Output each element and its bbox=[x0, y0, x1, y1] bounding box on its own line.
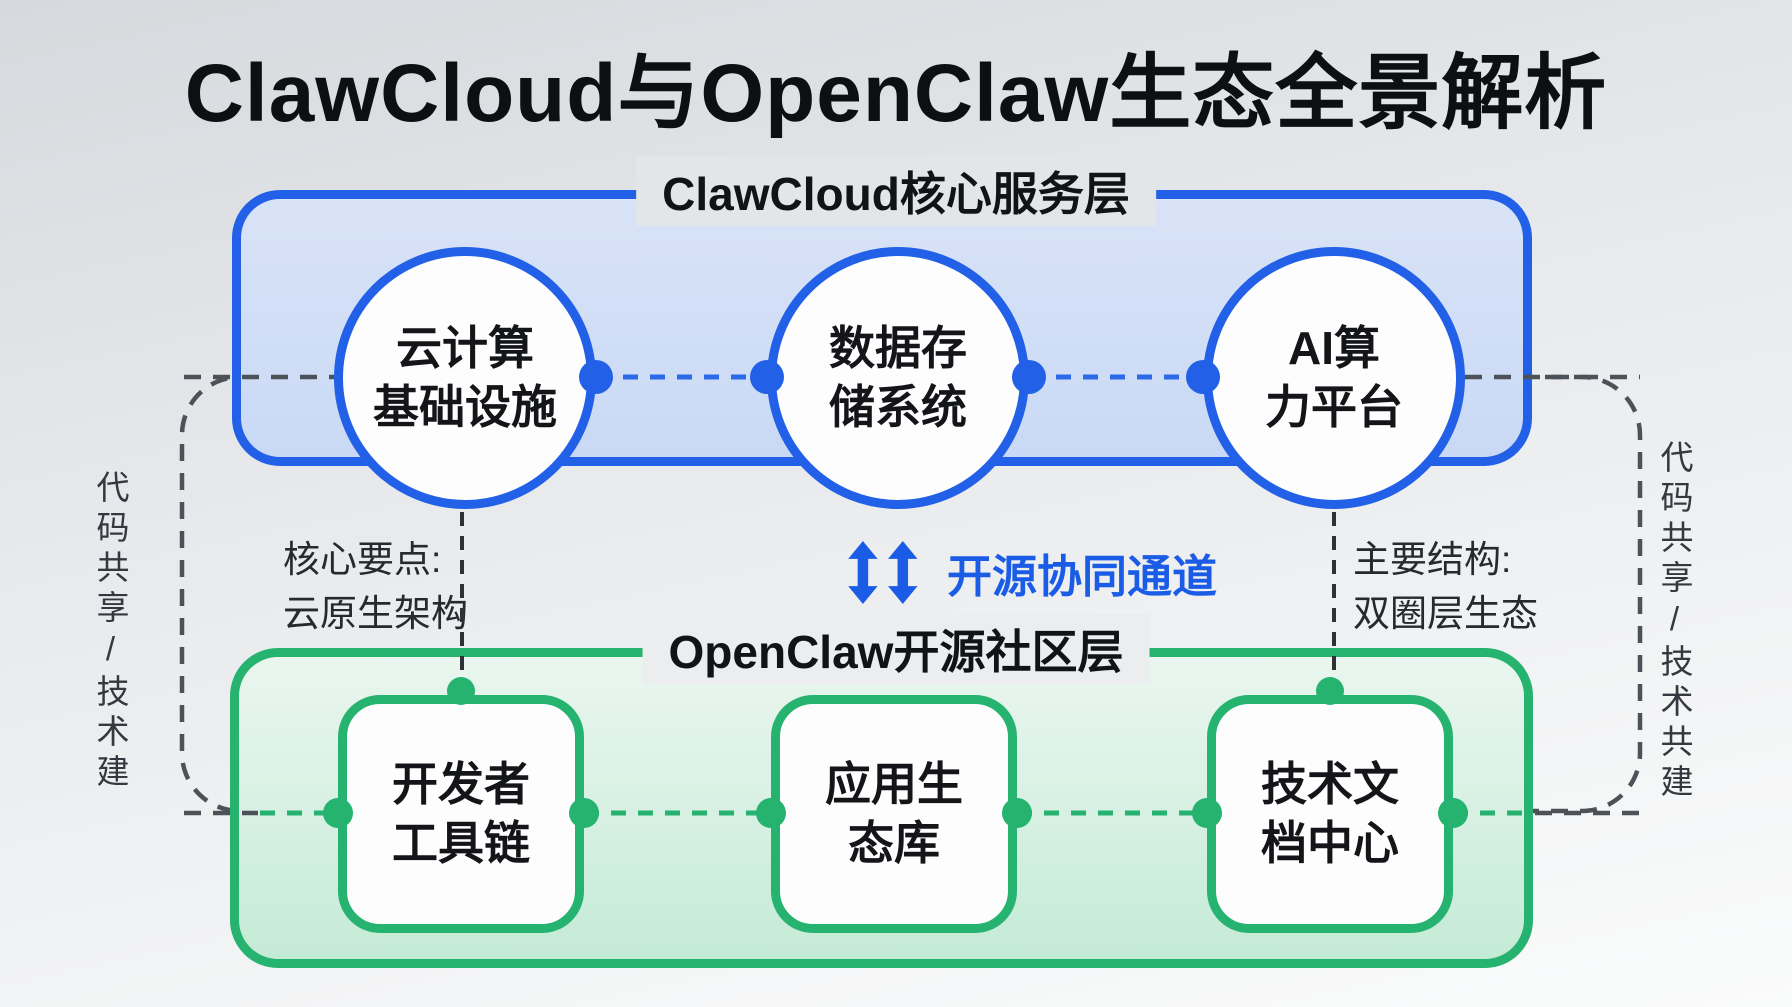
node-label-line: 技术文 bbox=[1261, 758, 1399, 811]
node-label-line: AI算 bbox=[1288, 322, 1380, 375]
cloud-node-storage: 数据存 储系统 bbox=[767, 247, 1029, 509]
side-label-right: 代码共享/技术共建 bbox=[1656, 440, 1693, 804]
node-label-line: 工具链 bbox=[392, 817, 530, 869]
channel-label: 开源协同通道 bbox=[947, 551, 1218, 602]
node-label-line: 力平台 bbox=[1265, 381, 1403, 433]
open-layer-label: OpenClaw开源社区层 bbox=[642, 614, 1150, 684]
node-label-line: 档中心 bbox=[1261, 817, 1399, 869]
open-node-devtools: 开发者 工具链 bbox=[338, 695, 584, 933]
annotation-left-value: 云原生架构 bbox=[283, 592, 468, 634]
collaboration-channel: 开源协同通道 bbox=[845, 540, 1217, 605]
cloud-layer-label: ClawCloud核心服务层 bbox=[636, 156, 1156, 226]
node-label-line: 数据存 bbox=[829, 322, 967, 375]
open-node-docs: 技术文 档中心 bbox=[1207, 695, 1453, 933]
annotation-right-value: 双圈层生态 bbox=[1353, 592, 1538, 634]
side-label-left: 代码共享/技术建 bbox=[92, 470, 129, 794]
double-vertical-arrow-icon bbox=[848, 541, 918, 604]
node-label-line: 开发者 bbox=[392, 758, 530, 811]
annotation-left: 核心要点: 云原生架构 bbox=[283, 533, 468, 640]
node-label-line: 储系统 bbox=[829, 381, 967, 433]
cloud-node-compute: 云计算 基础设施 bbox=[334, 247, 596, 509]
node-label-line: 基础设施 bbox=[373, 381, 557, 433]
node-label-line: 云计算 bbox=[396, 322, 534, 375]
annotation-left-title: 核心要点: bbox=[283, 539, 442, 580]
annotation-right: 主要结构: 双圈层生态 bbox=[1353, 533, 1538, 640]
node-label-line: 应用生 bbox=[825, 758, 963, 811]
cloud-node-ai: AI算 力平台 bbox=[1203, 247, 1465, 509]
page-title: ClawCloud与OpenClaw生态全景解析 bbox=[184, 48, 1608, 139]
annotation-right-title: 主要结构: bbox=[1353, 539, 1512, 580]
open-node-appstore: 应用生 态库 bbox=[771, 695, 1017, 933]
node-label-line: 态库 bbox=[848, 817, 940, 869]
